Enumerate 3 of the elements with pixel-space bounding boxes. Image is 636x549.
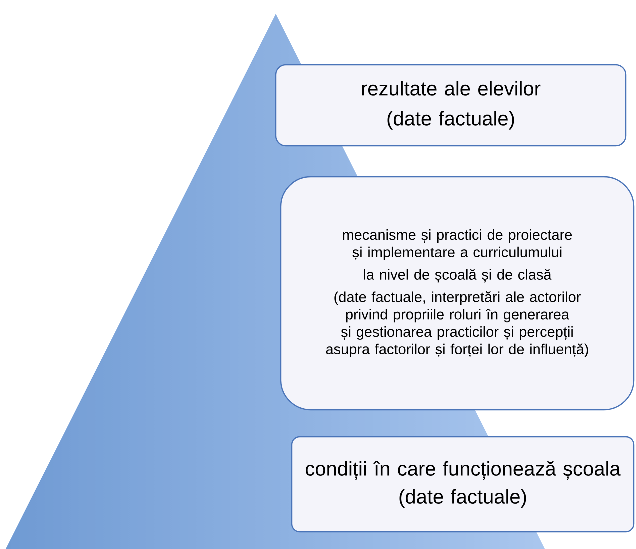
text-box: mecanisme și practici de proiectare și implementare a curriculumului la nivel de școală și de clasă (date factuale, interpretări ale actorilor privind propriile roluri în generarea și gestionarea practicilor și percepții asupra factorilor și forței lor de influență) <box>280 176 635 411</box>
text-box: condiții în care funcționează școala (date factuale) <box>291 436 635 533</box>
text-box: rezultate ale elevilor (date factuale) <box>275 64 627 147</box>
